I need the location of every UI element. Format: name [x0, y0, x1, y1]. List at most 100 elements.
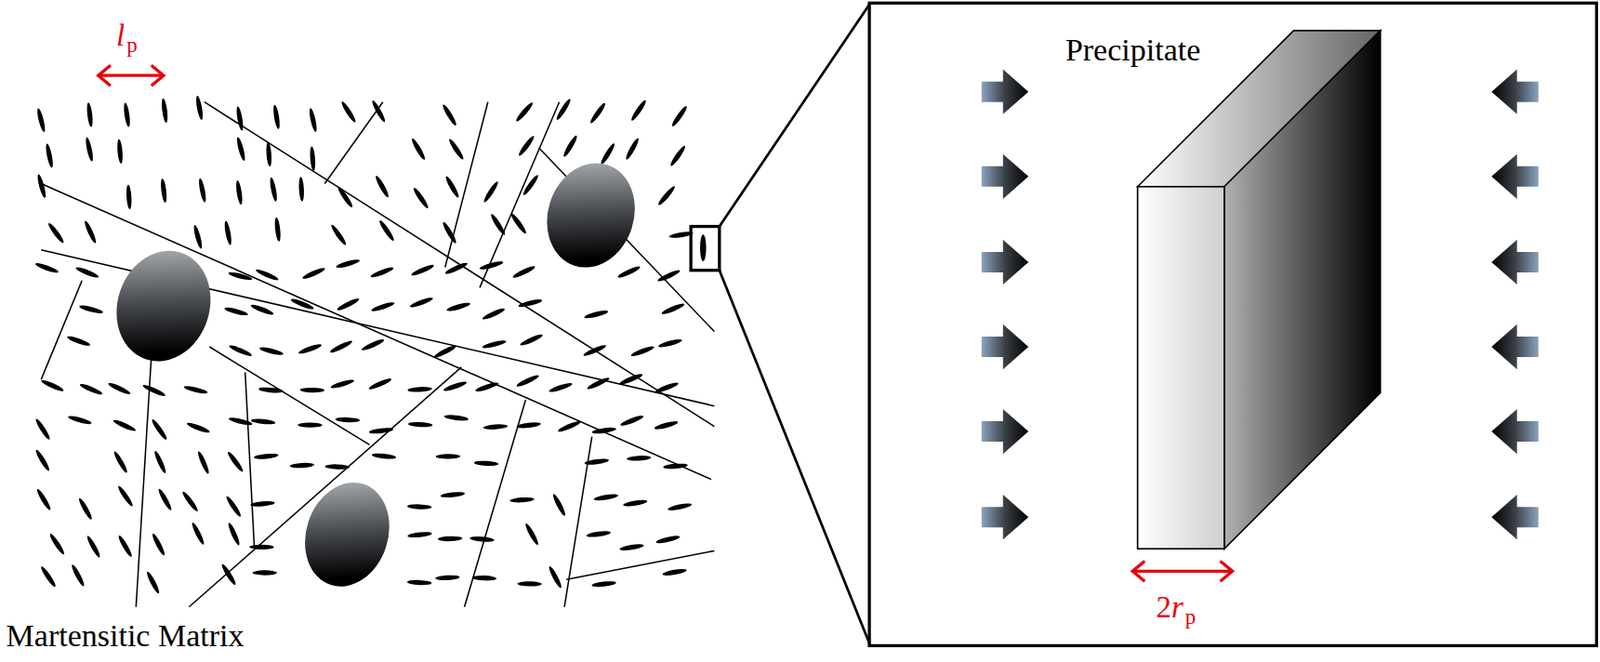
needle	[443, 413, 469, 422]
needle	[253, 452, 279, 461]
needle	[654, 381, 679, 395]
needle	[297, 422, 322, 427]
needle	[298, 176, 305, 202]
label-text: l	[116, 20, 127, 52]
needle	[85, 534, 102, 559]
needle	[370, 300, 397, 313]
needle	[112, 418, 137, 434]
needle	[509, 211, 529, 235]
needle	[116, 139, 123, 165]
needle	[227, 270, 253, 282]
needle	[329, 339, 354, 355]
needle	[433, 343, 458, 359]
needle	[66, 414, 93, 426]
needle	[250, 303, 275, 317]
needle	[409, 137, 427, 161]
needle	[489, 212, 507, 237]
needle	[34, 448, 52, 472]
needle	[300, 387, 325, 394]
needle	[409, 263, 435, 278]
label-text: p	[126, 34, 138, 56]
needle	[307, 107, 318, 133]
needle	[223, 220, 233, 246]
needle	[325, 463, 350, 470]
needle	[336, 185, 355, 210]
needle	[561, 134, 579, 159]
needle	[593, 492, 619, 502]
needle	[478, 259, 504, 271]
needle	[655, 534, 681, 545]
needle	[290, 462, 316, 469]
needle	[658, 337, 684, 349]
needle	[198, 177, 208, 203]
needle	[34, 261, 60, 275]
needle	[335, 257, 361, 269]
needle	[591, 426, 617, 436]
needle	[79, 304, 105, 316]
needle	[482, 180, 501, 204]
needle	[150, 418, 170, 442]
push-arrow	[981, 69, 1029, 115]
needle	[585, 375, 610, 391]
push-arrow	[981, 324, 1029, 370]
needle	[368, 376, 393, 391]
needle	[39, 565, 57, 589]
push-arrow	[1491, 69, 1538, 115]
needle	[157, 487, 174, 512]
needle	[39, 378, 65, 394]
needle	[588, 101, 608, 125]
needle	[220, 562, 239, 586]
needle	[444, 174, 462, 199]
thickness-label: 2rp	[1156, 592, 1197, 623]
needle	[616, 264, 641, 280]
needle	[622, 498, 648, 507]
needle	[519, 332, 544, 348]
needle	[481, 306, 506, 322]
needle	[629, 98, 648, 122]
needle	[619, 542, 645, 552]
needle	[77, 496, 93, 521]
needle	[181, 489, 200, 513]
needle	[436, 453, 461, 459]
needle	[435, 574, 461, 582]
needle	[142, 383, 167, 398]
needle	[662, 462, 688, 470]
needle	[330, 223, 348, 247]
needle	[336, 296, 361, 312]
needle	[196, 449, 211, 475]
needle	[523, 522, 540, 547]
needle	[514, 101, 534, 123]
needle	[440, 103, 458, 127]
needle	[340, 100, 358, 124]
needle	[521, 173, 541, 197]
needle	[407, 385, 433, 393]
needle	[290, 297, 315, 312]
needle	[656, 185, 676, 207]
needle	[556, 419, 582, 434]
needle	[624, 136, 641, 161]
needle	[369, 426, 395, 435]
needle	[69, 563, 86, 588]
needle	[235, 136, 247, 162]
needle	[469, 535, 495, 543]
needle	[626, 454, 652, 462]
needle	[483, 423, 509, 431]
needle	[258, 345, 284, 357]
needle	[48, 532, 67, 556]
needle	[272, 104, 281, 130]
needle	[252, 569, 278, 575]
needle	[35, 488, 53, 512]
needle	[46, 222, 66, 245]
needle	[145, 570, 161, 596]
label-text: 2	[1156, 592, 1172, 623]
push-arrow	[981, 409, 1029, 454]
needle	[183, 384, 209, 396]
needle	[377, 219, 396, 243]
needle	[408, 421, 434, 428]
needle	[226, 521, 242, 546]
needle	[112, 449, 130, 474]
needle	[150, 532, 167, 557]
needle	[330, 378, 356, 391]
needle	[515, 421, 542, 429]
